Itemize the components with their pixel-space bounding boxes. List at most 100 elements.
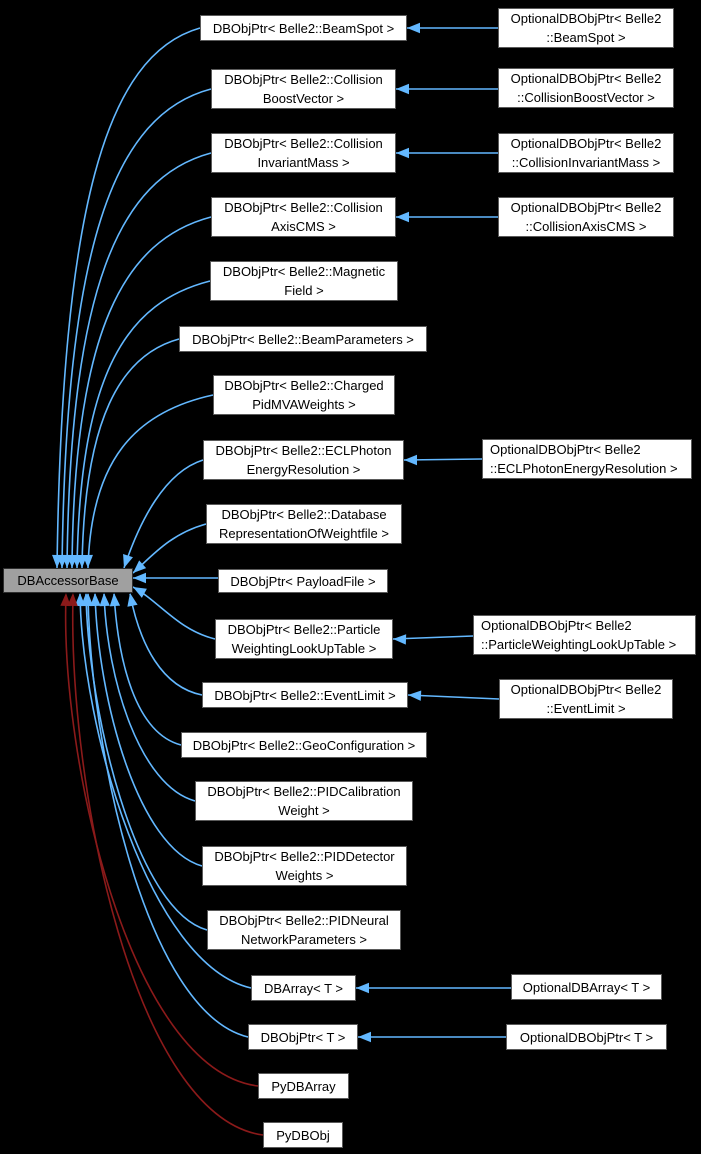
node-dbobjptr-collisionboostvector-label-line2: BoostVector > [262,91,345,106]
edge-pydbarray-to-base [64,594,259,1087]
node-dbobjptr-pidcalibrationweight-label-line2: Weight > [278,803,330,818]
node-dbobjptr-collisioninvariantmass-label-line2: InvariantMass > [257,155,350,170]
node-dbobjptr-beamparameters-label-line1: DBObjPtr< Belle2::BeamParameters > [192,331,414,347]
node-optionaldbobjptr-particleweightinglookuptable[interactable]: OptionalDBObjPtr< Belle2::ParticleWeight… [473,615,696,655]
node-optionaldbobjptr-eventlimit-label-line2: ::EventLimit > [546,701,626,716]
node-dbobjptr-particleweightinglookuptable-label-line1: DBObjPtr< Belle2::Particle [227,622,381,637]
node-dbobjptr-collisioninvariantmass-label-line1: DBObjPtr< Belle2::Collision [224,136,383,151]
node-dbobjptr-chargedpidmvaweights-label-line1: DBObjPtr< Belle2::Charged [224,378,384,393]
edge-dbobjptrt-to-base [87,593,249,1038]
node-optionaldbobjptr-beamspot-label-line2: ::BeamSpot > [546,30,626,45]
node-optionaldbobjptr-collisioninvariantmass[interactable]: OptionalDBObjPtr< Belle2::CollisionInvar… [498,133,674,173]
node-optionaldbarray-t[interactable]: OptionalDBArray< T > [511,974,662,1000]
arrowhead-pydbobj-to-base [67,593,78,607]
node-dbobjptr-eclphotonenergyresolution-label-line2: EnergyResolution > [246,462,361,477]
node-dbobjptr-chargedpidmvaweights-label-line2: PidMVAWeights > [252,397,356,412]
node-dbobjptr-pidcalibrationweight-label-line1: DBObjPtr< Belle2::PIDCalibration [207,784,401,799]
node-dbobjptr-collisionaxiscms-label-line1: DBObjPtr< Belle2::Collision [224,200,383,215]
node-dbobjptr-piddetectorweights-label-line2: Weights > [275,868,334,883]
node-dbobjptr-geoconfiguration[interactable]: DBObjPtr< Belle2::GeoConfiguration > [181,732,427,758]
node-optionaldbobjptr-collisionaxiscms-label-line2: ::CollisionAxisCMS > [525,219,647,234]
node-pydbarray[interactable]: PyDBArray [258,1073,349,1099]
node-optionaldbobjptr-eclphotonenergyresolution-label-line2: ::ECLPhotonEnergyResolution > [490,461,678,476]
arrowhead-optdbobjptrt-to-dbobjptrt [358,1031,371,1043]
node-dbaccessorbase: DBAccessorBase [3,568,133,593]
node-dbobjptr-collisionboostvector-label-line1: DBObjPtr< Belle2::Collision [224,72,383,87]
edge-collisioninvmass-to-base [66,152,212,569]
node-optionaldbobjptr-collisioninvariantmass-label-line2: ::CollisionInvariantMass > [511,155,661,170]
edge-collisionaxiscms-to-base [71,216,212,569]
node-dbobjptr-pidneuralnetworkparameters-label-line1: DBObjPtr< Belle2::PIDNeural [219,913,389,928]
node-dbaccessorbase-label-line1: DBAccessorBase [17,573,119,588]
node-dbobjptr-geoconfiguration-label-line1: DBObjPtr< Belle2::GeoConfiguration > [192,737,416,753]
node-optionaldbobjptr-collisionaxiscms[interactable]: OptionalDBObjPtr< Belle2::CollisionAxisC… [498,197,674,237]
arrowhead-eclphoton-to-base [123,554,133,568]
node-pydbobj[interactable]: PyDBObj [263,1122,343,1148]
node-optionaldbobjptr-eventlimit[interactable]: OptionalDBObjPtr< Belle2::EventLimit > [499,679,673,719]
arrowhead-optparticleweighting-to-particleweighting [393,634,407,645]
edge-magneticfield-to-base [76,280,211,569]
arrowhead-databaserepr-to-base [133,560,147,573]
arrowhead-eventlimit-to-base [127,593,138,607]
node-dbobjptr-databaserepresentationofweightfile-label-line1: DBObjPtr< Belle2::Database [221,507,387,522]
node-dbobjptr-magneticfield-label-line2: Field > [284,283,324,298]
edge-opteventlimit-to-eventlimit [407,694,500,700]
arrowhead-geoconfig-to-base [109,593,121,607]
node-optionaldbobjptr-eclphotonenergyresolution-label-line1: OptionalDBObjPtr< Belle2 [490,442,641,457]
node-dbobjptr-beamparameters[interactable]: DBObjPtr< Belle2::BeamParameters > [179,326,427,352]
arrowhead-optdbarray-to-dbarray [356,982,369,994]
edge-pidneural-to-base [85,593,208,931]
node-dbobjptr-pidneuralnetworkparameters-label-line2: NetworkParameters > [240,932,368,947]
node-optionaldbobjptr-collisionboostvector[interactable]: OptionalDBObjPtr< Belle2::CollisionBoost… [498,68,674,108]
arrowhead-opteclphoton-to-eclphoton [404,454,417,466]
arrowhead-optcollisioninvmass-to-collisioninvmass [396,147,409,159]
node-dbobjptr-eclphotonenergyresolution-label-line1: DBObjPtr< Belle2::ECLPhoton [215,443,392,458]
node-dbarray-t-label-line1: DBArray< T > [264,980,343,996]
node-dbobjptr-eventlimit-label-line1: DBObjPtr< Belle2::EventLimit > [214,687,396,703]
edge-beamparameters-to-base [81,338,180,569]
node-dbobjptr-t[interactable]: DBObjPtr< T > [248,1024,358,1050]
arrowhead-pydbarray-to-base [60,593,71,607]
node-optionaldbarray-t-label-line1: OptionalDBArray< T > [522,979,651,995]
arrowhead-payloadfile-to-base [133,572,146,584]
node-dbobjptr-databaserepresentationofweightfile-label-line2: RepresentationOfWeightfile > [219,526,389,541]
edge-particleweighting-to-base [132,586,216,640]
edge-beamspot-to-base [56,27,201,569]
node-optionaldbobjptr-eclphotonenergyresolution[interactable]: OptionalDBObjPtr< Belle2::ECLPhotonEnerg… [482,439,692,479]
node-dbobjptr-collisionaxiscms-label-line2: AxisCMS > [271,219,336,234]
edge-optparticleweighting-to-particleweighting [392,635,474,640]
arrowhead-optcollisionaxiscms-to-collisionaxiscms [396,211,409,223]
edge-pydbobj-to-base [71,594,264,1136]
node-optionaldbobjptr-collisioninvariantmass-label-line1: OptionalDBObjPtr< Belle2 [510,136,662,151]
edge-piddetector-to-base [94,593,203,867]
arrowhead-dbarray-to-base [74,593,86,606]
node-optionaldbobjptr-t[interactable]: OptionalDBObjPtr< T > [506,1024,667,1050]
node-optionaldbobjptr-particleweightinglookuptable-label-line1: OptionalDBObjPtr< Belle2 [481,618,632,633]
node-optionaldbobjptr-collisionboostvector-label-line2: ::CollisionBoostVector > [517,90,655,105]
edge-eventlimit-to-base [129,593,203,696]
node-dbarray-t[interactable]: DBArray< T > [251,975,356,1001]
node-optionaldbobjptr-beamspot[interactable]: OptionalDBObjPtr< Belle2::BeamSpot > [498,8,674,48]
edge-chargedpid-to-base [87,394,214,569]
node-dbobjptr-particleweightinglookuptable-label-line2: WeightingLookUpTable > [231,641,377,656]
node-optionaldbobjptr-particleweightinglookuptable-label-line2: ::ParticleWeightingLookUpTable > [481,637,677,652]
node-dbobjptr-eventlimit[interactable]: DBObjPtr< Belle2::EventLimit > [202,682,408,708]
node-dbobjptr-t-label-line1: DBObjPtr< T > [260,1029,346,1045]
node-optionaldbobjptr-beamspot-label-line1: OptionalDBObjPtr< Belle2 [510,11,662,26]
node-optionaldbobjptr-eventlimit-label-line1: OptionalDBObjPtr< Belle2 [510,682,662,697]
arrowhead-optcollisionboost-to-collisionboost [396,83,409,95]
node-dbobjptr-beamspot[interactable]: DBObjPtr< Belle2::BeamSpot > [200,15,407,41]
node-dbobjptr-payloadfile[interactable]: DBObjPtr< PayloadFile > [218,569,388,593]
